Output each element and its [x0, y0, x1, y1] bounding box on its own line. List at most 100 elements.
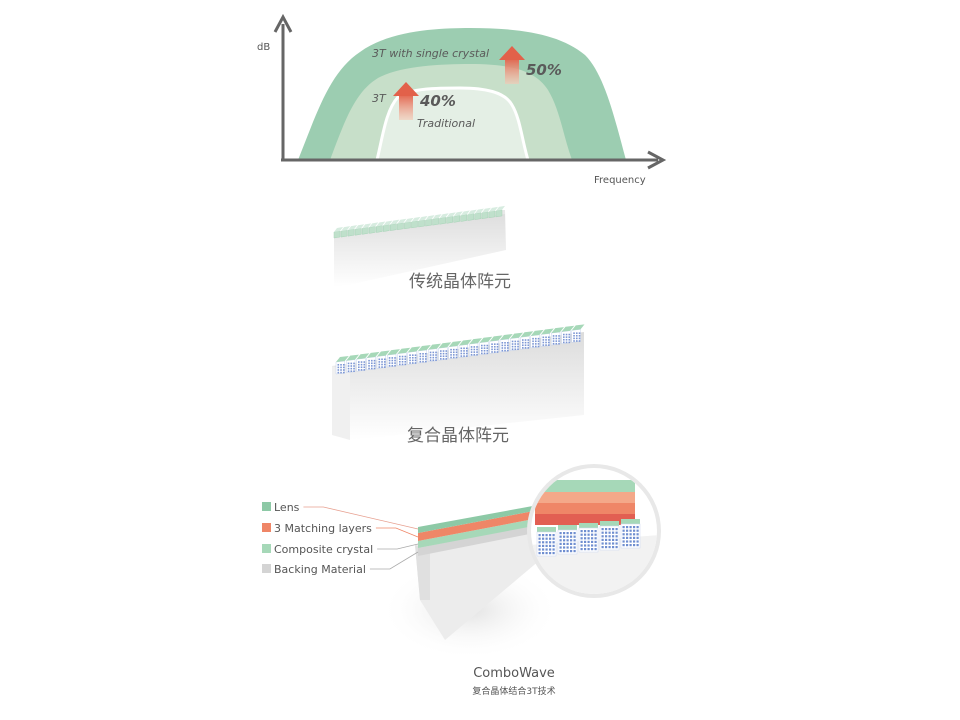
- composite-pillar-dot: [445, 352, 448, 355]
- composite-pillar-dot: [493, 343, 496, 345]
- magnified-pillar-dot: [559, 532, 562, 535]
- composite-pillar-dot: [532, 340, 534, 343]
- magnified-pillar-dot: [633, 529, 636, 532]
- composite-pillar-dot: [552, 335, 555, 337]
- composite-pillar-dot: [463, 355, 465, 357]
- composite-pillar-dot: [527, 347, 530, 349]
- composite-pillar-dot: [381, 366, 383, 368]
- composite-pillar-dot: [491, 348, 493, 351]
- magnified-pillar-dot: [570, 539, 573, 542]
- composite-pillar-dot: [411, 359, 414, 362]
- composite-pillar-dot: [360, 363, 363, 366]
- combowave-illustration: [380, 464, 661, 660]
- composite-pillar-dot: [370, 365, 373, 367]
- composite-pillar-dot: [429, 359, 432, 362]
- combowave-title: ComboWave: [473, 666, 555, 681]
- composite-pillar-dot: [578, 340, 581, 342]
- magnified-pillar-dot: [549, 544, 552, 547]
- magnified-pillar-dot: [608, 528, 611, 531]
- composite-element-top: [489, 335, 503, 342]
- magnified-pillar-dot: [552, 537, 555, 540]
- traditional-element-top: [334, 227, 344, 232]
- traditional-element: [425, 218, 432, 227]
- composite-pillar-dot: [391, 359, 394, 362]
- composite-pillar-dot: [496, 351, 499, 353]
- magnified-cell-top: [600, 521, 619, 526]
- magnified-pillar-dot: [580, 537, 583, 540]
- composite-pillar-dot: [409, 362, 411, 364]
- magnified-pillar-dot: [566, 550, 569, 553]
- composite-pillar-dot: [381, 358, 383, 361]
- composite-pillar-dot: [511, 348, 514, 351]
- traditional-element: [368, 226, 376, 234]
- composite-pillar-dot: [493, 345, 496, 348]
- frequency-response-chart: dB Frequency 3T with single crystal 3T T…: [257, 13, 667, 186]
- composite-pillar-dot: [522, 339, 524, 341]
- traditional-element-top: [397, 218, 407, 224]
- composite-pillar-dot: [568, 341, 571, 344]
- composite-pillar-dot: [383, 358, 386, 361]
- magnified-pillar-dot: [601, 538, 604, 541]
- traditional-element: [347, 228, 355, 237]
- composite-pillar-dot: [501, 349, 504, 352]
- traditional-element-top: [467, 209, 477, 215]
- magnified-pillar-dot: [549, 548, 552, 551]
- traditional-element: [333, 230, 341, 239]
- magnified-pillar-dot: [566, 539, 569, 542]
- traditional-element-top: [453, 211, 463, 217]
- magnified-pillar-dot: [633, 544, 636, 547]
- magnified-pillar-dot: [615, 546, 618, 549]
- magnified-pillar-dot: [633, 536, 636, 539]
- magnified-cell: [620, 523, 641, 549]
- composite-pillar-dot: [555, 340, 558, 342]
- magnified-pillar-dot: [538, 537, 541, 540]
- composite-element-top: [418, 345, 431, 351]
- traditional-element-top: [376, 221, 386, 227]
- composite-element-top: [530, 329, 544, 336]
- magnified-pillar-dot: [573, 532, 576, 535]
- composite-element-top: [500, 334, 513, 340]
- magnified-pillar-dot: [594, 533, 597, 536]
- composite-pillar-dot: [486, 352, 489, 355]
- magnified-pillar-dot: [605, 542, 608, 545]
- composite-pillar-dot: [419, 360, 422, 363]
- composite-pillar-dot: [524, 344, 527, 347]
- composite-pillar-dot: [358, 369, 360, 371]
- composite-pillar-dot: [347, 365, 350, 367]
- composite-pillar-dot: [435, 351, 437, 354]
- composite-pillar-dot: [378, 366, 381, 368]
- composite-pillar-dot: [404, 363, 407, 366]
- magnified-pillar-dot: [601, 531, 604, 534]
- composite-pillar-dot: [463, 350, 465, 352]
- composite-pillar-dot: [452, 354, 455, 356]
- composite-element-top: [407, 346, 421, 353]
- magnified-pillar-dot: [545, 541, 548, 544]
- composite-pillar-dot: [363, 369, 366, 371]
- magnified-pillar-dot: [566, 546, 569, 549]
- composite-pillar-dot: [353, 367, 355, 370]
- composite-pillar-dot: [401, 358, 404, 360]
- composite-pillar-dot: [565, 341, 568, 344]
- composite-element-top: [459, 339, 472, 346]
- composite-pillar-dot: [353, 362, 355, 365]
- composite-pillar-dot: [483, 352, 486, 355]
- magnified-pillar-dot: [587, 533, 590, 536]
- magnified-pillar-dot: [549, 541, 552, 544]
- composite-pillar-dot: [501, 344, 504, 347]
- magnified-pillar-dot: [591, 533, 594, 536]
- composite-pillar-dot: [391, 357, 394, 359]
- composite-pillar-dot: [573, 337, 575, 340]
- magnified-pillar-dot: [622, 540, 625, 543]
- composite-pillar-dot: [563, 333, 565, 336]
- y-axis-arrow-icon: [273, 13, 293, 33]
- composite-pillar-dot: [455, 348, 458, 351]
- composite-pillar-dot: [486, 347, 489, 349]
- magnified-pillar-dot: [612, 542, 615, 545]
- composite-pillar-dot: [363, 361, 366, 363]
- traditional-element-top: [481, 207, 491, 213]
- composite-pillar-dot: [394, 359, 396, 362]
- composite-element-top: [336, 356, 349, 362]
- magnified-pillar-dot: [573, 550, 576, 553]
- composite-pillar-dot: [414, 359, 417, 362]
- composite-pillar-dot: [460, 352, 463, 355]
